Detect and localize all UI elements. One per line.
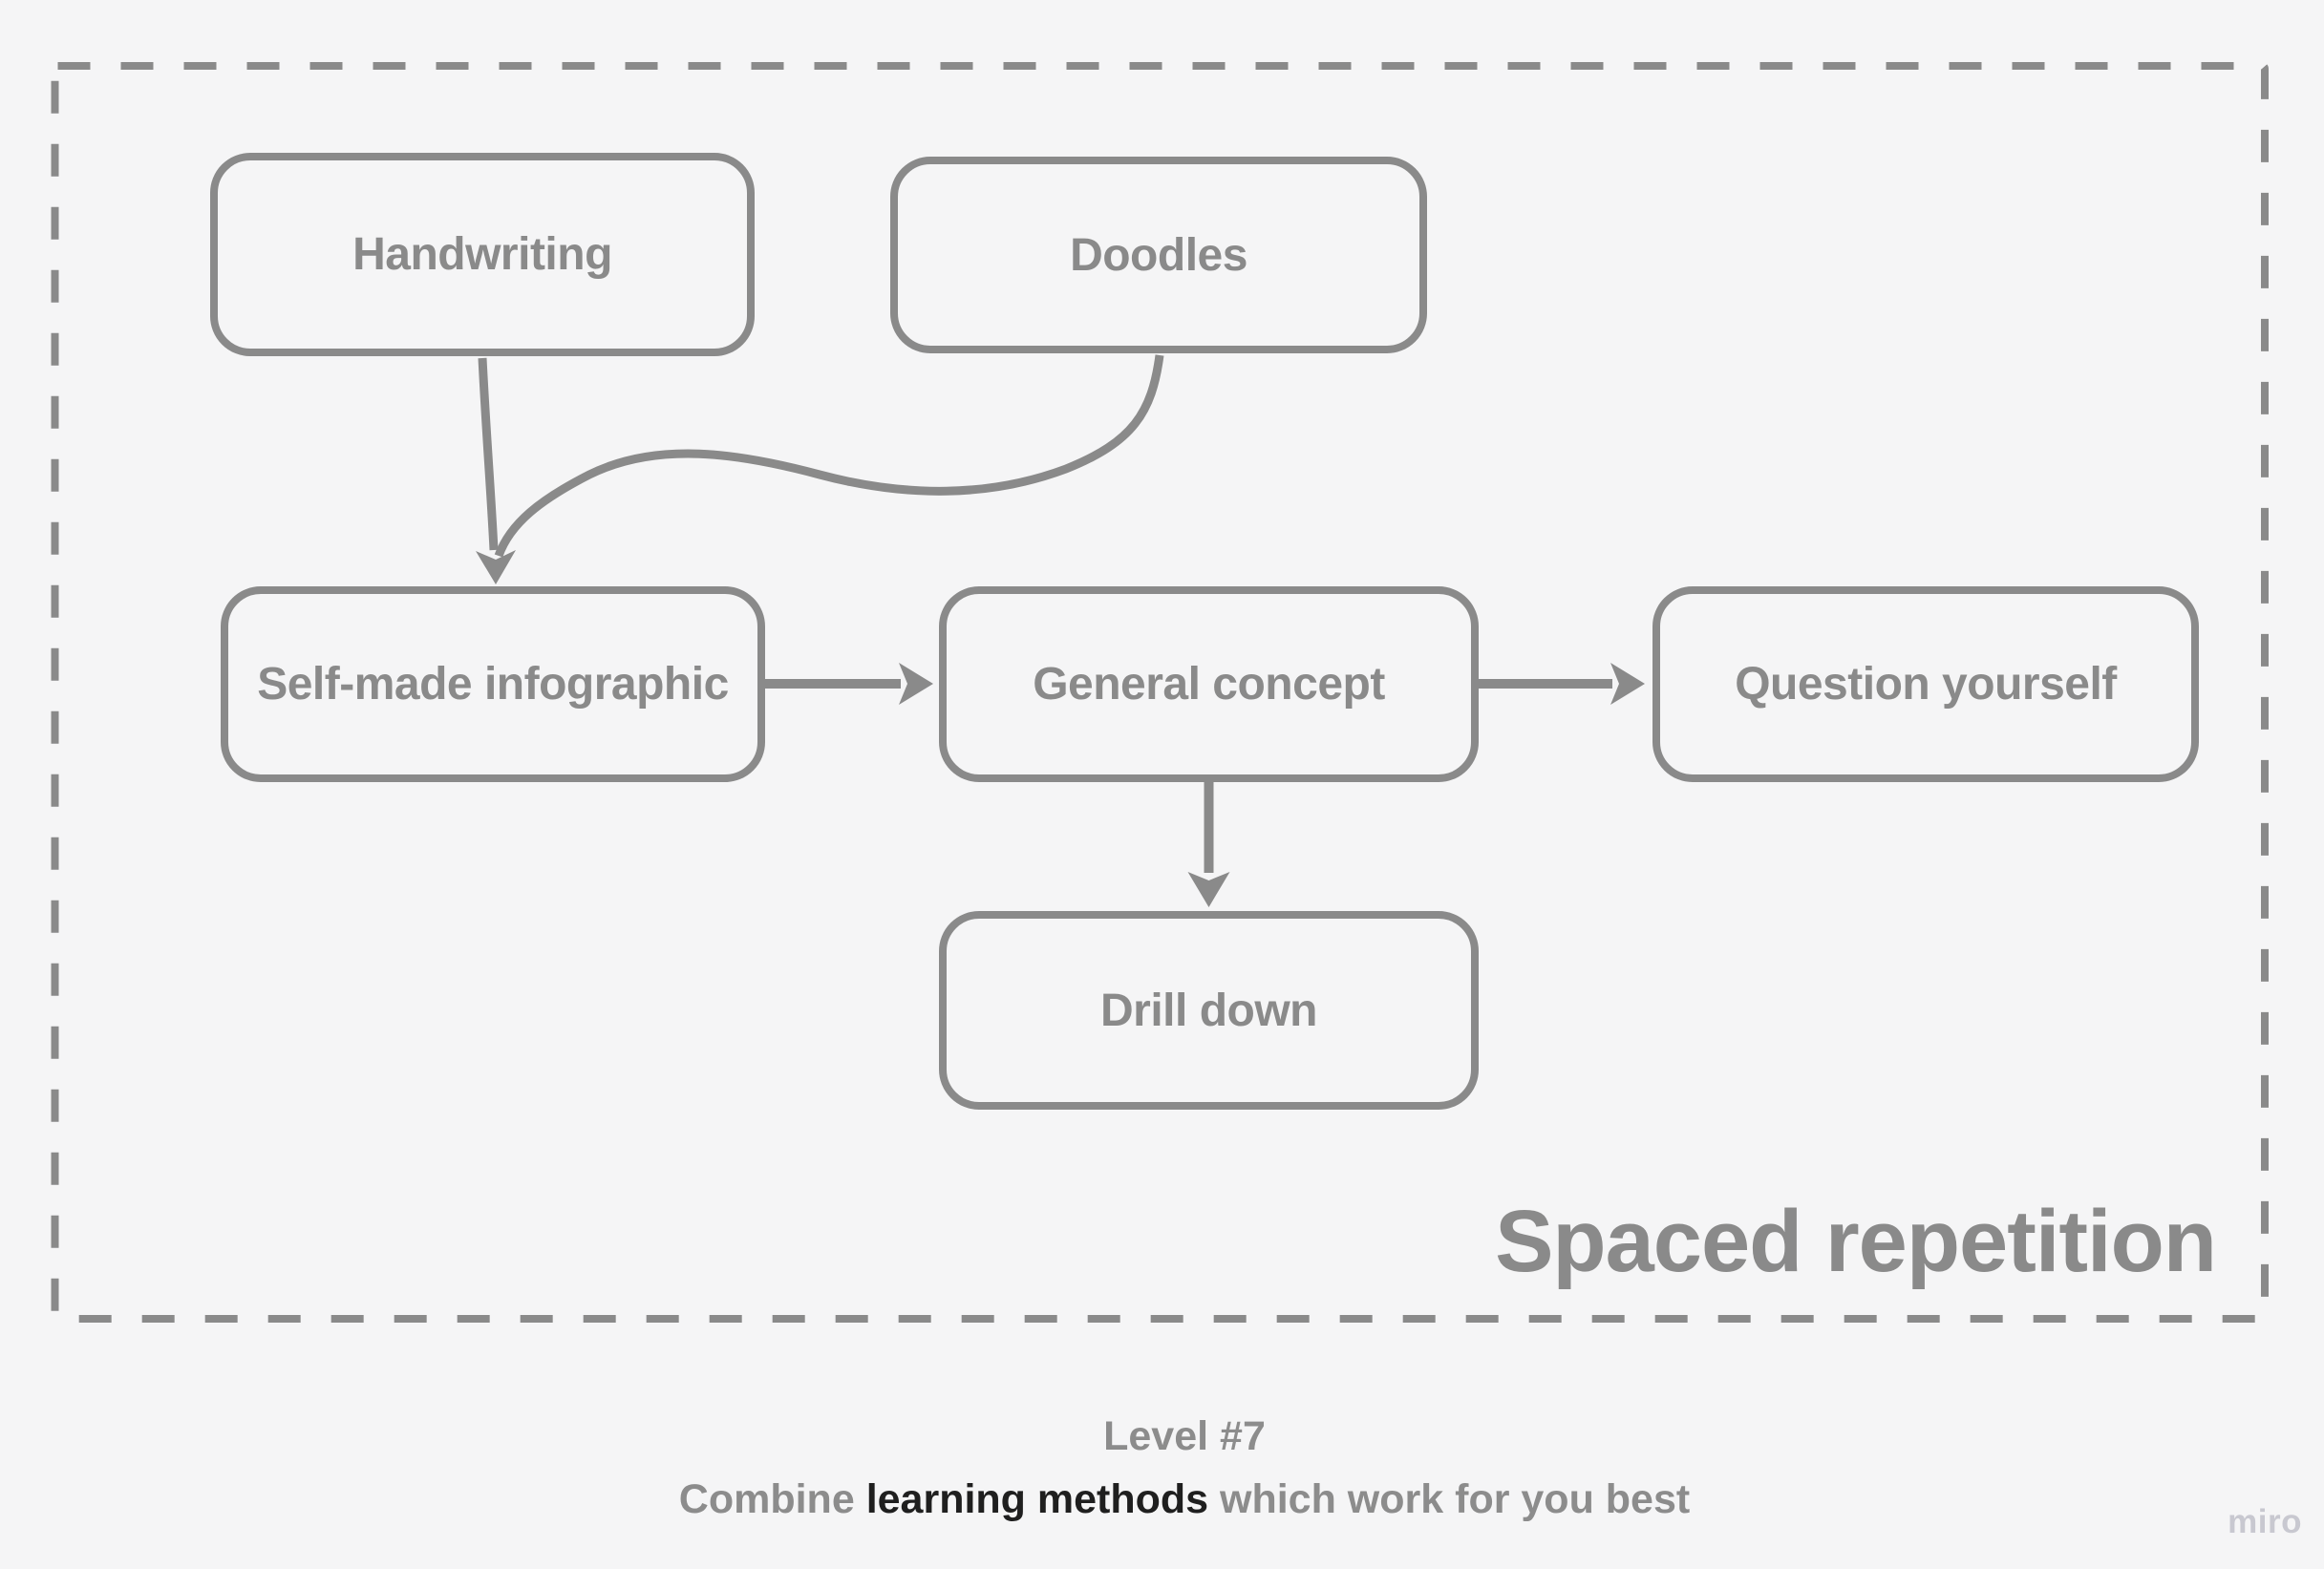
- arrowhead-into-drill: [1187, 872, 1230, 907]
- arrowhead-into-general: [899, 663, 933, 705]
- node-self-made-infographic-label: Self-made infographic: [257, 659, 729, 710]
- node-handwriting[interactable]: Handwriting: [210, 153, 755, 356]
- connector-doodles-to-selfmade[interactable]: [494, 354, 1164, 558]
- node-question-yourself-label: Question yourself: [1735, 659, 2117, 710]
- caption-description-prefix: Combine: [678, 1476, 866, 1522]
- node-self-made-infographic[interactable]: Self-made infographic: [221, 586, 765, 782]
- node-drill-down[interactable]: Drill down: [939, 911, 1479, 1110]
- miro-logo: miro: [2228, 1503, 2302, 1540]
- node-handwriting-label: Handwriting: [352, 229, 612, 280]
- node-general-concept[interactable]: General concept: [939, 586, 1479, 782]
- node-doodles[interactable]: Doodles: [890, 157, 1427, 353]
- node-doodles-label: Doodles: [1070, 229, 1247, 281]
- node-drill-down-label: Drill down: [1100, 985, 1317, 1036]
- caption-description-highlight: learning methods: [865, 1476, 1209, 1522]
- caption-description: Combine learning methods which work for …: [0, 1476, 2324, 1523]
- connector-handwriting-to-selfmade[interactable]: [478, 357, 499, 551]
- frame-dashed-border[interactable]: [51, 62, 2269, 1323]
- arrowhead-into-selfmade: [476, 550, 516, 584]
- node-question-yourself[interactable]: Question yourself: [1652, 586, 2199, 782]
- caption-description-suffix: which work for you best: [1208, 1476, 1691, 1522]
- frame-title: Spaced repetition: [1495, 1193, 2217, 1290]
- caption-level: Level #7: [1103, 1413, 1266, 1459]
- arrowhead-into-question: [1610, 663, 1645, 705]
- node-general-concept-label: General concept: [1033, 659, 1385, 710]
